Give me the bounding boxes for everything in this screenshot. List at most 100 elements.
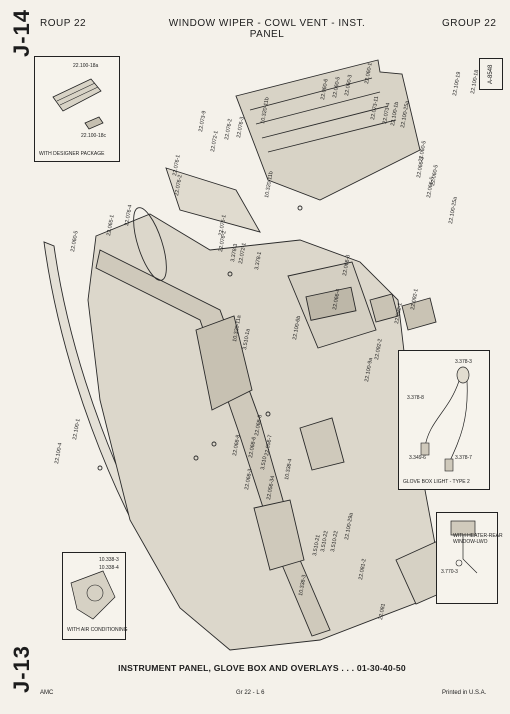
part-callout: 22.056-7 — [264, 434, 274, 456]
part-callout: 3.510 — [260, 456, 268, 470]
part-callout: 22.073-11 — [370, 96, 380, 121]
inset-glovebox-caption: GLOVE BOX LIGHT - TYPE 2 — [403, 479, 470, 485]
part-callout: 3.510-21 — [312, 534, 322, 556]
part-callout: 22.068-8 — [254, 414, 264, 436]
inset-ac-label-1: 10.338-3 — [99, 557, 119, 563]
part-callout: 22.100-4 — [54, 442, 64, 464]
part-callout: 22.068-3 — [244, 468, 254, 490]
part-callout: 22.092-2 — [374, 338, 384, 360]
inset-glovebox-label-4: 3.378-7 — [455, 455, 472, 461]
inset-designer-label-1: 22.100-18a — [73, 63, 99, 69]
part-callout: 22.060-1 — [364, 62, 374, 84]
inset-glovebox-label-2: 3.378-8 — [407, 395, 424, 401]
part-callout: 3.378-1 — [254, 251, 263, 270]
part-callout: 22.092-1 — [410, 288, 420, 310]
header-group-right: GROUP 22 — [442, 18, 497, 29]
part-callout: 10.320-11b — [264, 171, 275, 199]
inset-designer-package: 22.100-18a 22.100-18c WITH DESIGNER PACK… — [34, 56, 120, 162]
inset-air-conditioning: 10.338-3 10.338-4 WITH AIR CONDITIONING — [62, 552, 128, 640]
cowl-grille-lines — [249, 77, 397, 153]
inset-heater-rear-window: 3.770-3 WITH HEATER-REAR WINDOW-LWO — [436, 512, 503, 604]
part-callout: 22.100-25a — [400, 100, 411, 128]
screw — [97, 465, 103, 471]
figure-caption: INSTRUMENT PANEL, GLOVE BOX AND OVERLAYS… — [118, 663, 406, 673]
header-group-left: ROUP 22 — [40, 18, 87, 29]
part-callout: 22.066-3 — [342, 254, 352, 276]
part-callout: 22.066-3 — [416, 156, 426, 178]
inset-ac-label-2: 10.338-4 — [99, 565, 119, 571]
part-callout: 22.076-1 — [218, 214, 228, 236]
part-callout: 22.092-1 — [394, 302, 404, 324]
speaker-ring — [133, 207, 167, 281]
part-callout: 22.076-1 — [172, 154, 182, 176]
inset-ac-caption: WITH AIR CONDITIONING — [67, 627, 128, 633]
part-callout: 22.100-19 — [452, 71, 462, 96]
inset-heater-drawing — [450, 520, 478, 574]
heater-control — [299, 417, 345, 471]
screw — [227, 271, 233, 277]
part-callout: 22.100-18 — [470, 69, 480, 94]
cluster-opening — [305, 286, 357, 321]
part-callout: 22.076-2 — [224, 118, 234, 140]
part-callout: 22.100-29a — [344, 512, 355, 540]
part-callout: 22.065-1 — [106, 214, 116, 236]
screw — [211, 441, 217, 447]
inset-glove-box-light: 3.378-3 3.378-8 3.349-6 3.378-7 GLOVE BO… — [398, 350, 490, 490]
part-callout: 22.060-3 — [344, 74, 354, 96]
inset-glovebox-label-3: 3.349-6 — [409, 455, 426, 461]
part-callout: 22.100-1b — [390, 101, 400, 126]
part-callout: 22.076-3 — [236, 116, 246, 138]
lower-trim-panel — [253, 499, 305, 571]
inset-glovebox-label-1: 3.378-3 — [455, 359, 472, 365]
part-callout: 22.060-5 — [332, 76, 342, 98]
footer-publisher: AMC — [40, 690, 54, 696]
part-callout: 22.056-34 — [266, 475, 276, 500]
part-callout: 3.510-22 — [330, 530, 340, 552]
part-callout: 22.066-5 — [426, 176, 436, 198]
part-callout: 22.076-2 — [218, 230, 228, 252]
part-callout: 22.072-1 — [210, 130, 220, 152]
inset-designer-caption: WITH DESIGNER PACKAGE — [39, 151, 105, 157]
inset-ac-drawing — [70, 570, 116, 620]
ash-tray — [401, 297, 437, 331]
section-code-bottom: J-13 — [9, 644, 34, 694]
part-callout: 22.068-6 — [248, 436, 258, 458]
defroster-duct — [165, 167, 261, 233]
part-callout: 22.073-9 — [198, 110, 208, 132]
cowl-vent-panel — [235, 59, 421, 201]
part-callout: 22.073-4 — [382, 102, 392, 124]
part-callout: 22.081-2 — [358, 558, 368, 580]
part-callout: 22.100-9a — [364, 357, 374, 382]
inset-designer-label-2: 22.100-18c — [81, 133, 107, 139]
part-callout: 22.060-6 — [320, 78, 330, 100]
inset-heater-label-1: 3.770-3 — [441, 569, 458, 575]
part-callout: 22.100-6b — [292, 315, 302, 340]
part-callout: 22.076-4 — [124, 204, 134, 226]
part-callout: 10.338-4 — [284, 458, 294, 480]
part-callout: 10.320-11b — [260, 97, 271, 125]
part-callout: 10.338-3 — [298, 574, 308, 596]
part-callout: 22.068-8 — [232, 434, 242, 456]
part-callout: 22.076-2 — [174, 174, 184, 196]
part-callout: 22.100-25a — [448, 196, 459, 224]
inset-heater-caption: WITH HEATER-REAR WINDOW-LWO — [453, 533, 503, 545]
part-callout: 3.510-22 — [320, 530, 330, 552]
screw — [193, 455, 199, 461]
part-callout: 3.378-3 — [230, 243, 239, 262]
inset-designer-drawing — [52, 78, 104, 130]
part-callout: 22.081 — [378, 603, 387, 620]
inset-glovebox-drawing — [420, 366, 470, 472]
part-callout: 10.320-11a — [232, 315, 243, 343]
part-callout: 3.510-1a — [242, 328, 252, 350]
footer-page-ref: Gr 22 - L 6 — [236, 690, 265, 696]
header-title: WINDOW WIPER - COWL VENT - INST. PANEL — [168, 18, 366, 40]
screw — [297, 205, 303, 211]
part-callout: 22.072-1 — [238, 242, 248, 264]
glove-box-door — [195, 315, 253, 411]
footer-printed: Printed in U.S.A. — [442, 690, 487, 696]
part-callout: 22.060-5 — [430, 164, 440, 186]
part-callout: 22.066-4 — [332, 288, 342, 310]
